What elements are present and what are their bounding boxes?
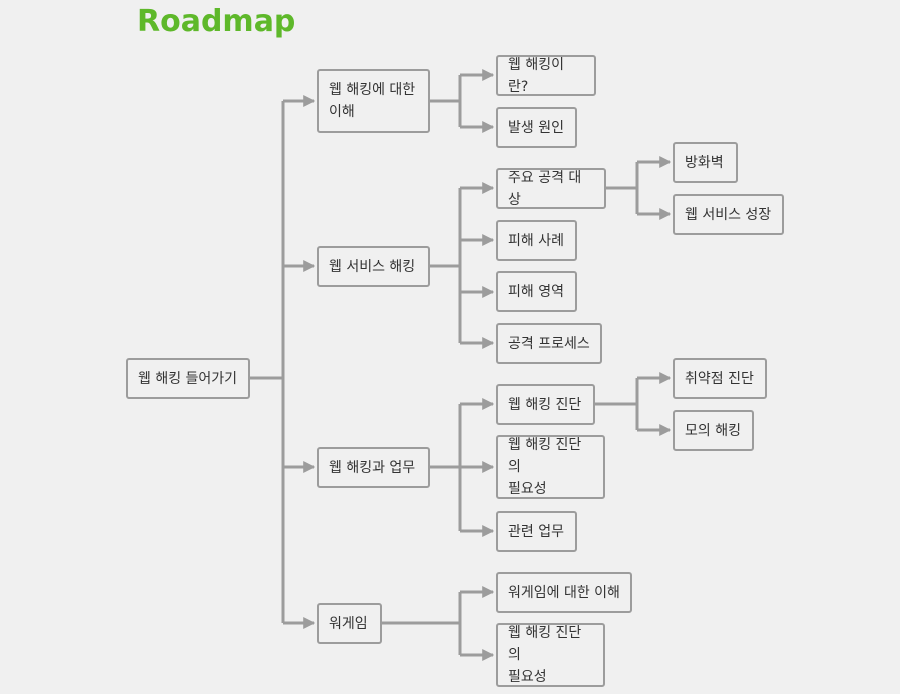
node-what-is-web-hacking: 웹 해킹이란? xyxy=(496,55,596,96)
node-wargame: 워게임 xyxy=(317,603,382,644)
node-root: 웹 해킹 들어가기 xyxy=(126,358,250,399)
node-related-work: 관련 업무 xyxy=(496,511,577,552)
node-web-service-hacking: 웹 서비스 해킹 xyxy=(317,246,430,287)
node-mock-hacking: 모의 해킹 xyxy=(673,410,754,451)
node-need-of-diagnosis-2: 웹 해킹 진단의 필요성 xyxy=(496,623,605,687)
node-damage-cases: 피해 사례 xyxy=(496,220,577,261)
node-main-targets: 주요 공격 대상 xyxy=(496,168,606,209)
roadmap-title: Roadmap xyxy=(137,4,296,39)
node-attack-process: 공격 프로세스 xyxy=(496,323,602,364)
node-damage-areas: 피해 영역 xyxy=(496,271,577,312)
node-vuln-diagnosis: 취약점 진단 xyxy=(673,358,767,399)
node-hacking-and-work: 웹 해킹과 업무 xyxy=(317,447,430,488)
node-about-wargame: 워게임에 대한 이해 xyxy=(496,572,632,613)
node-web-service-growth: 웹 서비스 성장 xyxy=(673,194,784,235)
node-firewall: 방화벽 xyxy=(673,142,738,183)
node-need-of-diagnosis: 웹 해킹 진단의 필요성 xyxy=(496,435,605,499)
node-understanding: 웹 해킹에 대한 이해 xyxy=(317,69,430,133)
node-diagnosis: 웹 해킹 진단 xyxy=(496,384,595,425)
node-causes: 발생 원인 xyxy=(496,107,577,148)
